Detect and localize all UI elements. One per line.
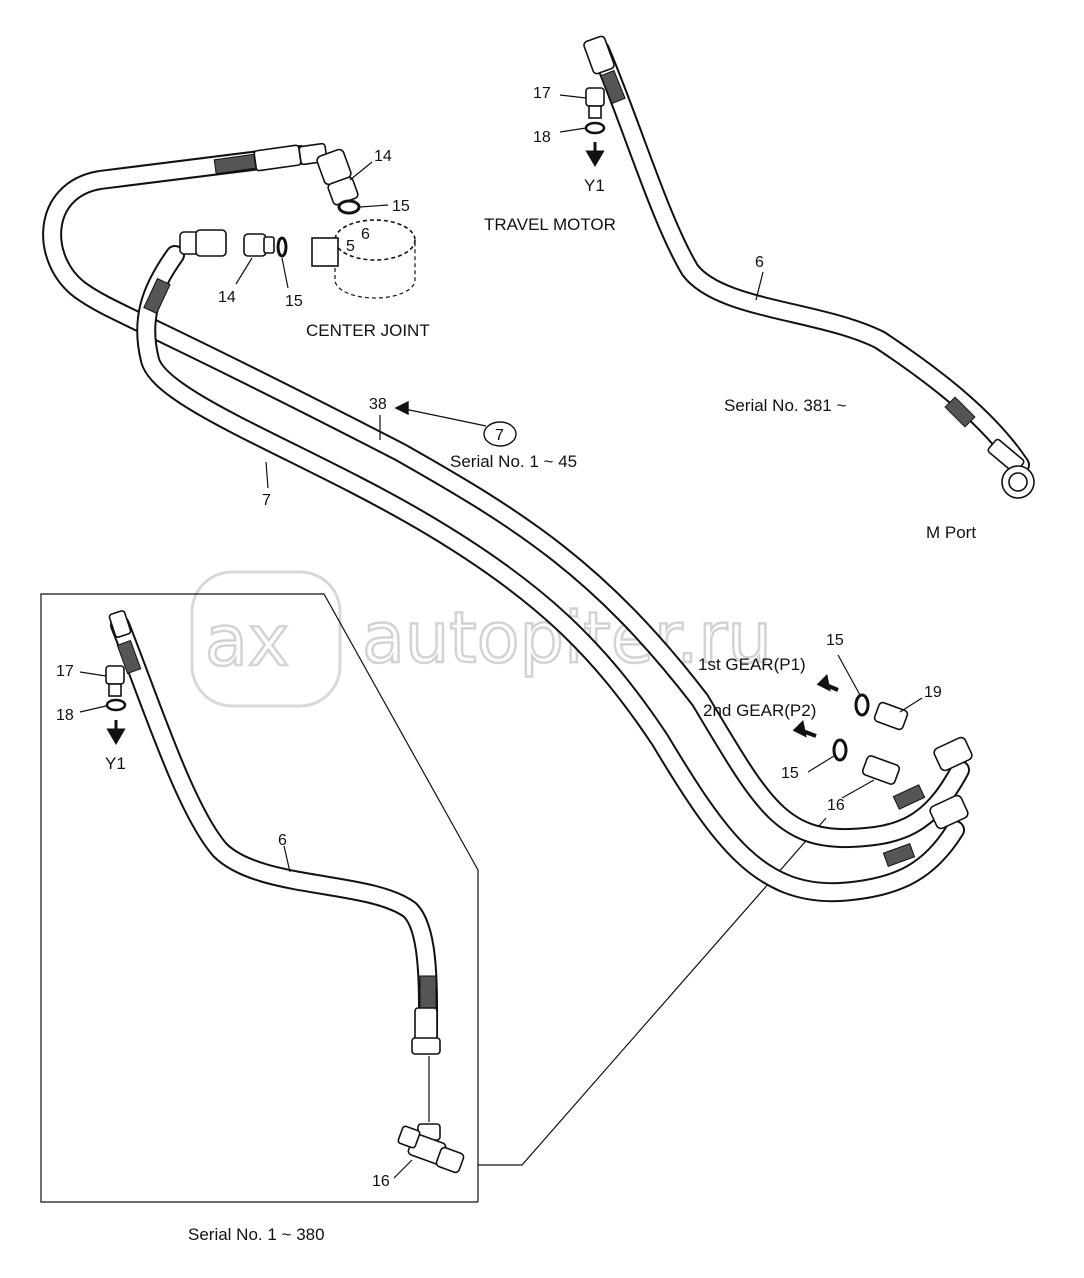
callout-7: 7 xyxy=(262,492,271,509)
caption-serial-381: Serial No. 381 ~ xyxy=(724,396,846,415)
caption-2nd-gear: 2nd GEAR(P2) xyxy=(703,701,816,720)
hose-38 xyxy=(42,145,970,849)
callout-15-lower: 15 xyxy=(285,293,303,310)
caption-center-joint: CENTER JOINT xyxy=(306,321,430,340)
callout-18-inset: 18 xyxy=(56,707,74,724)
m-port-fitting xyxy=(1001,465,1035,499)
callout-17-top: 17 xyxy=(533,85,551,102)
hose-fittings xyxy=(108,35,1025,1055)
watermark-logo-frame xyxy=(190,570,342,708)
travel-motor-fittings xyxy=(584,87,606,167)
callout-6-inset: 6 xyxy=(278,832,287,849)
callout-7-circled: 7 xyxy=(495,427,504,444)
inset-border xyxy=(40,593,479,1203)
inset-leader xyxy=(478,817,827,1166)
caption-travel-motor: TRAVEL MOTOR xyxy=(484,215,616,234)
circled-callout xyxy=(483,421,517,447)
callout-15-upper: 15 xyxy=(392,198,410,215)
callout-14-lower: 14 xyxy=(218,289,236,306)
callout-18-top: 18 xyxy=(533,129,551,146)
callout-15-gear1: 15 xyxy=(826,632,844,649)
gear-fittings xyxy=(792,673,909,785)
leader-lines xyxy=(79,94,923,1179)
callout-38: 38 xyxy=(369,396,387,413)
hose-7 xyxy=(136,245,965,903)
callout-17-inset: 17 xyxy=(56,663,74,680)
inset-fittings xyxy=(105,665,127,745)
hose-6-travel-motor xyxy=(590,40,1030,475)
inset-tee-fitting xyxy=(397,1056,465,1174)
caption-1st-gear: 1st GEAR(P1) xyxy=(698,655,806,674)
callout-16-gear: 16 xyxy=(827,797,845,814)
caption-y1-inset: Y1 xyxy=(105,754,126,773)
callout-14-upper: 14 xyxy=(374,148,392,165)
callout-6-travel: 6 xyxy=(755,254,764,271)
center-joint-body xyxy=(311,219,416,299)
callout-16-inset: 16 xyxy=(372,1173,390,1190)
caption-serial-1-380: Serial No. 1 ~ 380 xyxy=(188,1225,325,1244)
callout-19: 19 xyxy=(924,684,942,701)
callout-5: 5 xyxy=(346,238,355,255)
callout-6-center: 6 xyxy=(361,226,370,243)
caption-y1-top: Y1 xyxy=(584,176,605,195)
inset-frame xyxy=(40,593,827,1203)
hose-6-inset xyxy=(110,615,439,1050)
watermark-logo-text: ax xyxy=(205,600,289,682)
callout-15-gear2: 15 xyxy=(781,765,799,782)
caption-m-port: M Port xyxy=(926,523,976,542)
caption-serial-1-45: Serial No. 1 ~ 45 xyxy=(450,452,577,471)
center-joint-fittings xyxy=(195,148,361,258)
hose-grips xyxy=(116,69,976,1009)
